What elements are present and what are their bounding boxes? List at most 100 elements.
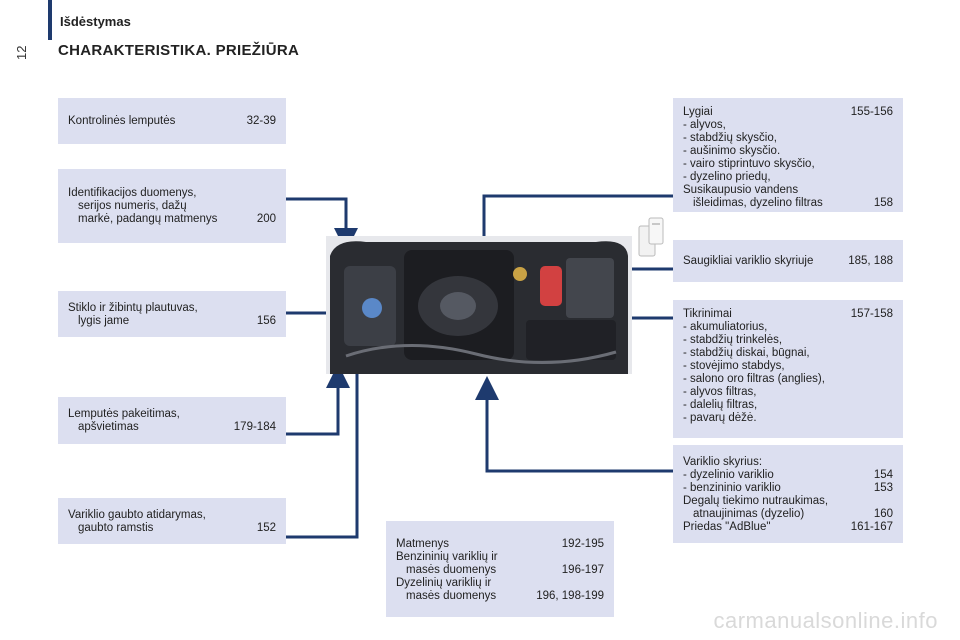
entry-row: Susikaupusio vandens — [683, 184, 893, 197]
entry-text: lygis jame — [78, 315, 130, 327]
entry-page-ref[interactable]: 185, 188 — [848, 255, 893, 267]
entry-page-ref[interactable]: 152 — [256, 522, 276, 534]
entry-text: Kontrolinės lemputės — [68, 115, 176, 127]
entry-row: Benzininių variklių ir — [396, 551, 604, 564]
box-levels: Lygiai 155-156 - alyvos,- stabdžių skysčio… — [673, 98, 903, 212]
entry-text: - akumuliatorius, — [683, 321, 768, 333]
entry-text: masės duomenys — [406, 564, 497, 576]
line-identification — [286, 197, 358, 252]
entry-text: atnaujinimas (dyzelio) — [693, 508, 805, 520]
entry-row: - benzininio variklio 153 — [683, 482, 893, 495]
entry-page-ref[interactable]: 156 — [256, 315, 276, 327]
entry-text: - benzininio variklio — [683, 482, 781, 494]
entry-text: markė, padangų matmenys — [78, 213, 218, 225]
entry-row: Identifikacijos duomenys, — [68, 187, 276, 200]
entry-text: - dyzelinio variklio — [683, 469, 774, 481]
entry-text: Saugikliai variklio skyriuje — [683, 255, 814, 267]
entry-text: apšvietimas — [78, 421, 139, 433]
entry-text: - alyvos, — [683, 119, 726, 131]
entry-page-ref[interactable]: 179-184 — [233, 421, 276, 433]
entry-row: Lemputės pakeitimas, — [68, 408, 276, 421]
entry-row: - stabdžių skysčio, — [683, 132, 893, 145]
entry-row: - alyvos filtras, — [683, 386, 893, 399]
entry-text: Matmenys — [396, 538, 450, 550]
entry-row: Matmenys 192-195 — [396, 538, 604, 551]
entry-text: masės duomenys — [406, 590, 497, 602]
box-bonnet: Variklio gaubto atidarymas,gaubto ramsti… — [58, 498, 286, 544]
entry-page-ref[interactable]: 196-197 — [561, 564, 604, 576]
entry-text: Tikrinimai — [683, 308, 732, 320]
entry-page-ref[interactable]: 155-156 — [850, 106, 893, 118]
watermark: carmanualsonline.info — [713, 608, 938, 633]
entry-text: - pavarų dėžė. — [683, 412, 757, 424]
entry-row: serijos numeris, dažų — [68, 200, 276, 213]
entry-row: - dyzelino priedų, — [683, 171, 893, 184]
entry-text: serijos numeris, dažų — [78, 200, 187, 212]
entry-text: - stabdžių trinkelės, — [683, 334, 783, 346]
entry-page-ref[interactable]: 200 — [256, 213, 276, 225]
line-lamps — [286, 364, 350, 436]
line-engine-compartment — [475, 376, 673, 473]
entry-row: apšvietimas 179-184 — [68, 421, 276, 434]
section-marker-bar — [48, 0, 52, 40]
entry-page-ref[interactable]: 32-39 — [246, 115, 276, 127]
fuse-icon — [638, 217, 664, 257]
entry-page-ref[interactable]: 161-167 — [850, 521, 893, 533]
entry-text: Identifikacijos duomenys, — [68, 187, 197, 199]
entry-text: Benzininių variklių ir — [396, 551, 498, 563]
entry-row: - aušinimo skysčio. — [683, 145, 893, 158]
entry-page-ref[interactable]: 196, 198-199 — [536, 590, 604, 602]
entry-text: Susikaupusio vandens — [683, 184, 799, 196]
entry-row: Priedas "AdBlue" 161-167 — [683, 521, 893, 534]
entry-page-ref[interactable]: 158 — [873, 197, 893, 209]
entry-text: Degalų tiekimo nutraukimas, — [683, 495, 829, 507]
page-title: CHARAKTERISTIKA. PRIEŽIŪRA — [58, 42, 300, 59]
box-fuses: Saugikliai variklio skyriuje 185, 188 — [673, 240, 903, 282]
entry-text: - stovėjimo stabdys, — [683, 360, 785, 372]
entry-row: Degalų tiekimo nutraukimas, — [683, 495, 893, 508]
entry-row: masės duomenys 196-197 — [396, 564, 604, 577]
entry-row: atnaujinimas (dyzelio) 160 — [683, 508, 893, 521]
entry-row: Kontrolinės lemputės 32-39 — [68, 115, 276, 128]
entry-text: Lemputės pakeitimas, — [68, 408, 180, 420]
entry-page-ref[interactable]: 157-158 — [850, 308, 893, 320]
entry-text: Stiklo ir žibintų plautuvas, — [68, 302, 198, 314]
entry-page-ref[interactable]: 153 — [873, 482, 893, 494]
entry-text: - stabdžių skysčio, — [683, 132, 777, 144]
entry-row: - stabdžių diskai, būgnai, — [683, 347, 893, 360]
engine-compartment-image — [326, 236, 632, 374]
entry-row: lygis jame 156 — [68, 315, 276, 328]
entry-row: - akumuliatorius, — [683, 321, 893, 334]
entry-row: masės duomenys 196, 198-199 — [396, 590, 604, 603]
entry-page-ref[interactable]: 160 — [873, 508, 893, 520]
entry-text: Priedas "AdBlue" — [683, 521, 771, 533]
entry-text: - dyzelino priedų, — [683, 171, 771, 183]
box-identification: Identifikacijos duomenys,serijos numeris… — [58, 169, 286, 243]
entry-row: - stabdžių trinkelės, — [683, 334, 893, 347]
entry-text: - stabdžių diskai, būgnai, — [683, 347, 810, 359]
entry-row: - dyzelinio variklio 154 — [683, 469, 893, 482]
section-title: Išdėstymas — [60, 14, 131, 29]
box-lamp-replacement: Lemputės pakeitimas,apšvietimas 179-184 — [58, 397, 286, 444]
entry-text: - aušinimo skysčio. — [683, 145, 781, 157]
entry-row: - stovėjimo stabdys, — [683, 360, 893, 373]
entry-page-ref[interactable]: 154 — [873, 469, 893, 481]
entry-page-ref[interactable]: 192-195 — [561, 538, 604, 550]
entry-text: Dyzelinių variklių ir — [396, 577, 492, 589]
entry-row: Stiklo ir žibintų plautuvas, — [68, 302, 276, 315]
entry-row: markė, padangų matmenys 200 — [68, 213, 276, 226]
entry-row: Variklio gaubto atidarymas, — [68, 509, 276, 522]
entry-row: Dyzelinių variklių ir — [396, 577, 604, 590]
entry-text: - salono oro filtras (anglies), — [683, 373, 825, 385]
entry-text: Variklio gaubto atidarymas, — [68, 509, 206, 521]
entry-row: - dalelių filtras, — [683, 399, 893, 412]
entry-text: Lygiai — [683, 106, 713, 118]
line-bonnet — [286, 346, 467, 539]
entry-text: - alyvos filtras, — [683, 386, 757, 398]
entry-row: - alyvos, — [683, 119, 893, 132]
